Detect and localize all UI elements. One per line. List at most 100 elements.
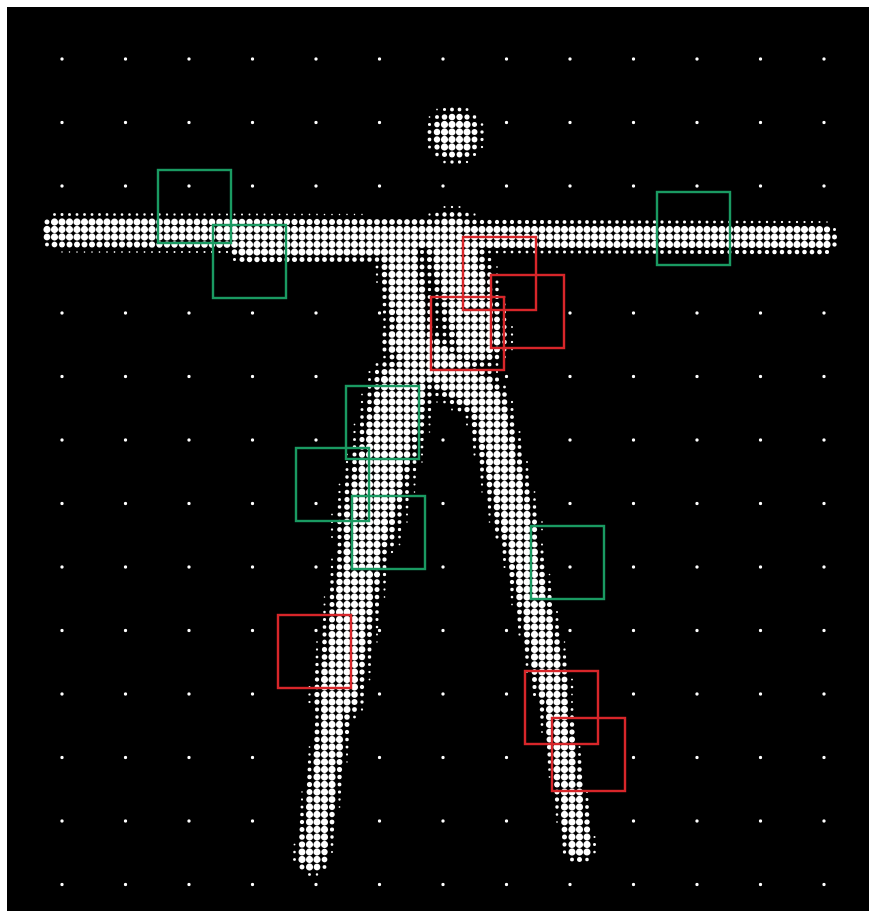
grid-dot xyxy=(60,692,63,695)
halftone-dot xyxy=(464,407,469,412)
halftone-dot xyxy=(428,146,431,149)
halftone-dot xyxy=(321,803,328,810)
halftone-dot xyxy=(561,706,568,713)
grid-dot xyxy=(505,692,508,695)
halftone-dot xyxy=(487,482,493,488)
halftone-dot xyxy=(501,466,508,473)
halftone-dot xyxy=(360,415,363,418)
halftone-dot xyxy=(151,251,153,253)
halftone-dot xyxy=(111,241,117,247)
halftone-dot xyxy=(336,676,343,683)
grid-dot xyxy=(695,121,698,124)
grid-dot xyxy=(505,883,508,886)
halftone-dot xyxy=(503,550,507,554)
grid-dot xyxy=(632,565,635,568)
halftone-dot xyxy=(450,400,454,404)
halftone-dot xyxy=(329,796,336,803)
halftone-dot xyxy=(358,466,365,473)
halftone-dot xyxy=(427,219,432,224)
halftone-dot xyxy=(366,578,373,585)
halftone-dot xyxy=(666,241,673,248)
halftone-dot xyxy=(495,527,499,531)
halftone-dot xyxy=(374,579,380,585)
halftone-dot xyxy=(388,338,395,345)
halftone-dot xyxy=(501,443,508,450)
halftone-dot xyxy=(388,428,395,435)
grid-dot xyxy=(695,184,698,187)
halftone-dot xyxy=(331,536,333,538)
halftone-dot xyxy=(748,241,755,248)
grid-dot xyxy=(632,438,635,441)
halftone-dot xyxy=(442,212,446,216)
halftone-dot xyxy=(548,768,551,771)
halftone-dot xyxy=(478,316,485,323)
halftone-dot xyxy=(388,248,395,255)
halftone-dot xyxy=(358,526,365,533)
halftone-dot xyxy=(381,226,388,233)
halftone-dot xyxy=(434,219,440,225)
halftone-dot xyxy=(411,248,418,255)
halftone-dot xyxy=(321,743,328,750)
halftone-dot xyxy=(313,226,320,233)
halftone-dot xyxy=(253,226,260,233)
halftone-dot xyxy=(413,468,416,471)
halftone-dot xyxy=(448,248,455,255)
halftone-dot xyxy=(703,233,710,240)
halftone-dot xyxy=(516,511,523,518)
halftone-dot xyxy=(481,146,483,148)
halftone-dot xyxy=(367,624,372,629)
halftone-dot xyxy=(508,481,515,488)
halftone-dot xyxy=(346,468,349,471)
halftone-dot xyxy=(486,241,493,248)
halftone-dot xyxy=(816,241,823,248)
halftone-dot xyxy=(546,638,553,645)
halftone-dot xyxy=(463,263,470,270)
halftone-dot xyxy=(141,226,148,233)
halftone-dot xyxy=(698,250,702,254)
halftone-dot xyxy=(359,654,365,660)
halftone-dot xyxy=(568,781,575,788)
halftone-dot xyxy=(91,251,93,253)
halftone-dot xyxy=(532,512,536,516)
halftone-dot xyxy=(598,233,605,240)
grid-dot xyxy=(822,819,825,822)
halftone-dot xyxy=(419,219,425,225)
halftone-dot xyxy=(373,226,380,233)
halftone-dot xyxy=(562,677,568,683)
halftone-dot xyxy=(388,263,395,270)
halftone-dot xyxy=(554,782,560,788)
halftone-dot xyxy=(703,241,710,248)
halftone-dot xyxy=(563,655,566,658)
halftone-dot xyxy=(121,251,123,253)
halftone-dot xyxy=(345,722,350,727)
grid-dot xyxy=(441,629,444,632)
halftone-dot xyxy=(570,220,574,224)
grid-dot xyxy=(187,756,190,759)
halftone-dot xyxy=(343,578,350,585)
grid-dot xyxy=(187,502,190,505)
halftone-dot xyxy=(808,233,815,240)
halftone-dot xyxy=(345,257,350,262)
halftone-dot xyxy=(501,503,508,510)
halftone-dot xyxy=(456,219,463,226)
halftone-dot xyxy=(351,593,358,600)
halftone-dot xyxy=(763,233,770,240)
halftone-dot xyxy=(442,152,447,157)
halftone-dot xyxy=(435,333,439,337)
halftone-dot xyxy=(480,460,485,465)
halftone-dot xyxy=(488,251,491,254)
halftone-dot xyxy=(471,391,478,398)
halftone-dot xyxy=(299,257,304,262)
grid-dot xyxy=(124,819,127,822)
halftone-dot xyxy=(758,221,760,223)
grid-dot xyxy=(568,565,571,568)
grid-dot xyxy=(568,311,571,314)
halftone-dot xyxy=(328,751,335,758)
halftone-dot xyxy=(569,736,575,742)
halftone-dot xyxy=(480,130,483,133)
halftone-dot xyxy=(570,858,574,862)
halftone-dot xyxy=(765,250,769,254)
halftone-dot xyxy=(690,250,694,254)
halftone-dot xyxy=(381,473,388,480)
halftone-dot xyxy=(382,340,386,344)
